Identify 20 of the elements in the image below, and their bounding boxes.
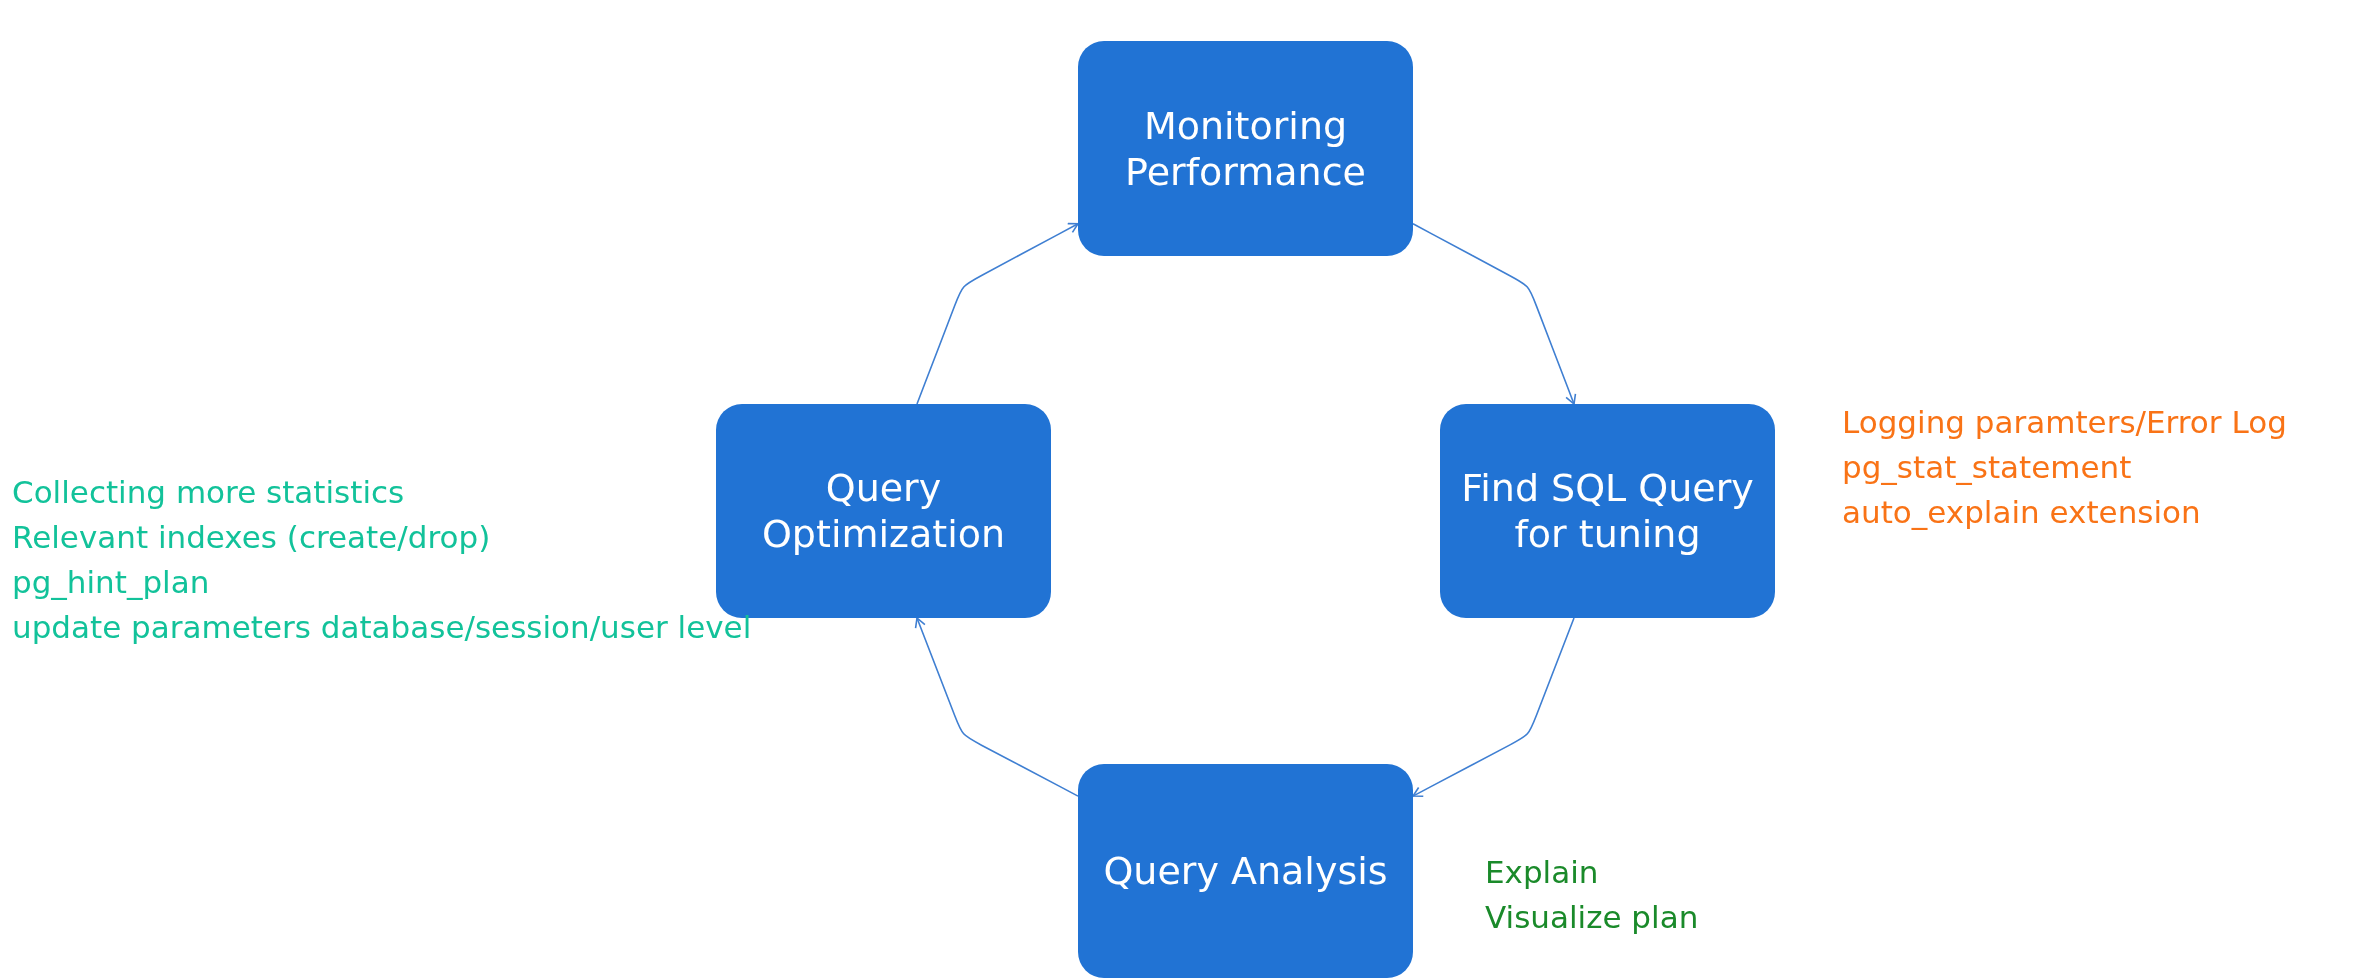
step-label: Monitoring Performance xyxy=(1124,102,1367,195)
tool-note: pg_hint_plan xyxy=(12,563,210,602)
step-label: Query Analysis xyxy=(1103,848,1388,894)
tool-note: Logging paramters/Error Log xyxy=(1842,403,2287,442)
tool-note: Visualize plan xyxy=(1485,898,1699,937)
step-label: Query Optimization xyxy=(760,465,1007,557)
tool-note: Collecting more statistics xyxy=(12,473,405,512)
tool-note: pg_stat_statement xyxy=(1842,448,2132,487)
process-box xyxy=(1440,404,1775,618)
tool-note: update parameters database/session/user level xyxy=(12,608,752,647)
curved-arrow xyxy=(916,222,1079,405)
tool-note: Explain xyxy=(1485,853,1599,892)
curved-arrow xyxy=(1412,617,1575,798)
step-label: Find SQL Query for tuning xyxy=(1460,465,1755,557)
tool-note: Relevant indexes (create/drop) xyxy=(12,518,491,557)
curved-arrow xyxy=(914,617,1079,797)
curved-arrow xyxy=(1412,222,1577,405)
process-box xyxy=(1078,41,1413,256)
process-box xyxy=(1078,764,1413,978)
tool-note: auto_explain extension xyxy=(1842,493,2201,532)
